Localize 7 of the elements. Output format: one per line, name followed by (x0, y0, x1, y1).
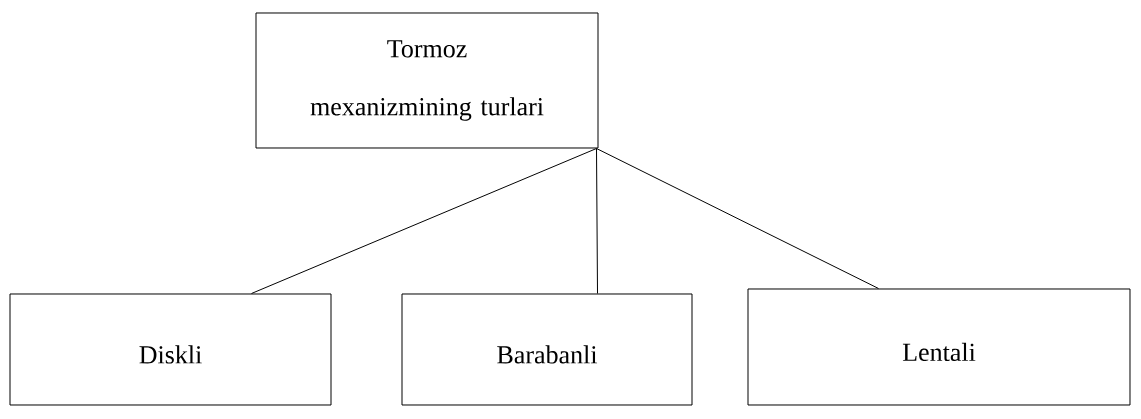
text-box: Tormoz mexanizmining turlari (255, 12, 599, 149)
text-box: Diskli (9, 293, 332, 406)
connector-line (596, 148, 879, 289)
text-box: Barabanli (401, 293, 693, 406)
connector-line (596, 148, 598, 294)
connector-line (251, 148, 597, 294)
text-box: Lentali (747, 288, 1131, 406)
